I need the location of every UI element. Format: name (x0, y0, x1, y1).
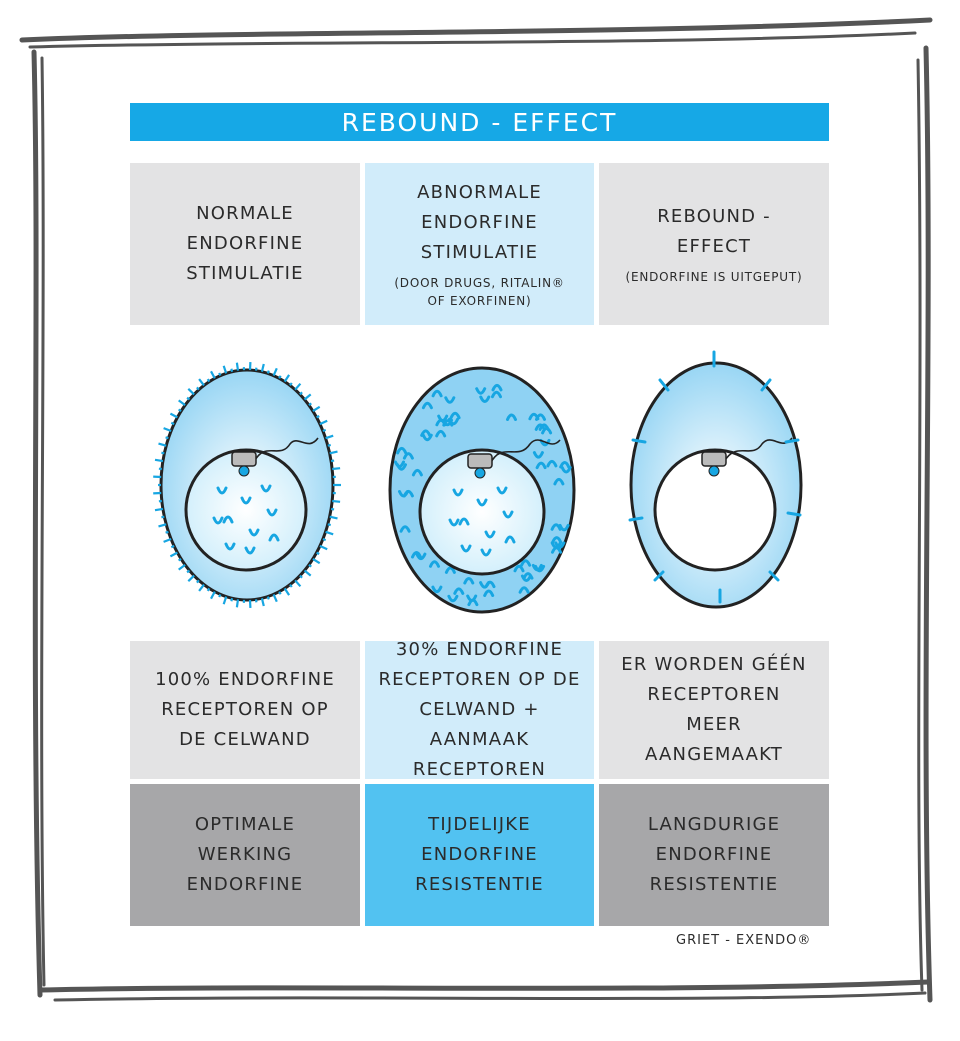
title-bar: REBOUND - EFFECT (130, 103, 829, 141)
diagram-title: REBOUND - EFFECT (341, 107, 618, 137)
credit: GRIET - EXENDO® (676, 933, 812, 948)
receptor-icon (467, 453, 493, 469)
header-abnormal-note: (DOOR DRUGS, RITALIN® OF EXORFINEN) (394, 276, 565, 308)
header-rebound-text: REBOUND - EFFECT (657, 206, 771, 257)
effect-normal: OPTIMALE WERKING ENDORFINE (130, 784, 360, 926)
cell-abnormal (388, 366, 576, 614)
cell-rebound (628, 350, 803, 609)
effect-normal-text: OPTIMALE WERKING ENDORFINE (186, 814, 304, 895)
header-abnormal-text: ABNORMALE ENDORFINE STIMULATIE (417, 182, 542, 263)
receptors-normal: 100% ENDORFINE RECEPTOREN OP DE CELWAND (130, 641, 360, 779)
cell-normal (153, 362, 341, 608)
receptor-icon (231, 451, 257, 467)
header-normal-text: NORMALE ENDORFINE STIMULATIE (186, 203, 304, 284)
receptors-normal-text: 100% ENDORFINE RECEPTOREN OP DE CELWAND (155, 669, 335, 750)
header-abnormal: ABNORMALE ENDORFINE STIMULATIE (DOOR DRU… (365, 163, 594, 325)
effect-rebound: LANGDURIGE ENDORFINE RESISTENTIE (599, 784, 829, 926)
effect-abnormal: TIJDELIJKE ENDORFINE RESISTENTIE (365, 784, 594, 926)
cell-illustrations (153, 350, 803, 614)
receptors-abnormal: 30% ENDORFINE RECEPTOREN OP DE CELWAND +… (365, 639, 594, 780)
receptors-abnormal-text: 30% ENDORFINE RECEPTOREN OP DE CELWAND +… (378, 639, 581, 780)
effect-rebound-text: LANGDURIGE ENDORFINE RESISTENTIE (647, 814, 781, 895)
header-normal: NORMALE ENDORFINE STIMULATIE (130, 163, 360, 325)
receptors-rebound-text: ER WORDEN GÉÉN RECEPTOREN MEER AANGEMAAK… (621, 654, 807, 765)
header-rebound-note: (ENDORFINE IS UITGEPUT) (625, 270, 803, 284)
header-rebound: REBOUND - EFFECT (ENDORFINE IS UITGEPUT) (599, 163, 829, 325)
receptor-icon (701, 451, 727, 467)
receptors-rebound: ER WORDEN GÉÉN RECEPTOREN MEER AANGEMAAK… (599, 641, 829, 779)
effect-abnormal-text: TIJDELIJKE ENDORFINE RESISTENTIE (415, 814, 544, 895)
